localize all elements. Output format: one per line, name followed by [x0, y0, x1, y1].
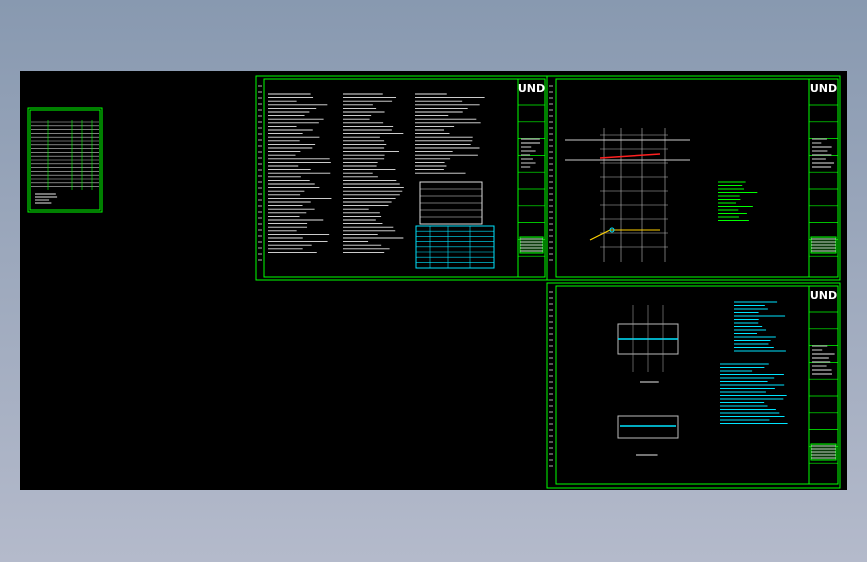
sheet-notes	[255, 75, 548, 281]
sheet-detail	[546, 282, 841, 489]
logo: UND	[518, 82, 545, 95]
plan-outline-2	[617, 415, 679, 439]
sheet-plan-inner	[555, 78, 810, 278]
title-block	[808, 78, 839, 278]
title-block	[517, 78, 546, 278]
logo: UND	[810, 82, 837, 95]
sheet-index-inner	[29, 109, 101, 211]
pipe	[589, 229, 611, 241]
node	[609, 227, 615, 233]
sheet-plan	[546, 75, 841, 281]
sheet-index	[27, 107, 103, 213]
pipe	[599, 153, 661, 159]
logo: UND	[810, 289, 837, 302]
title-block	[808, 285, 839, 485]
